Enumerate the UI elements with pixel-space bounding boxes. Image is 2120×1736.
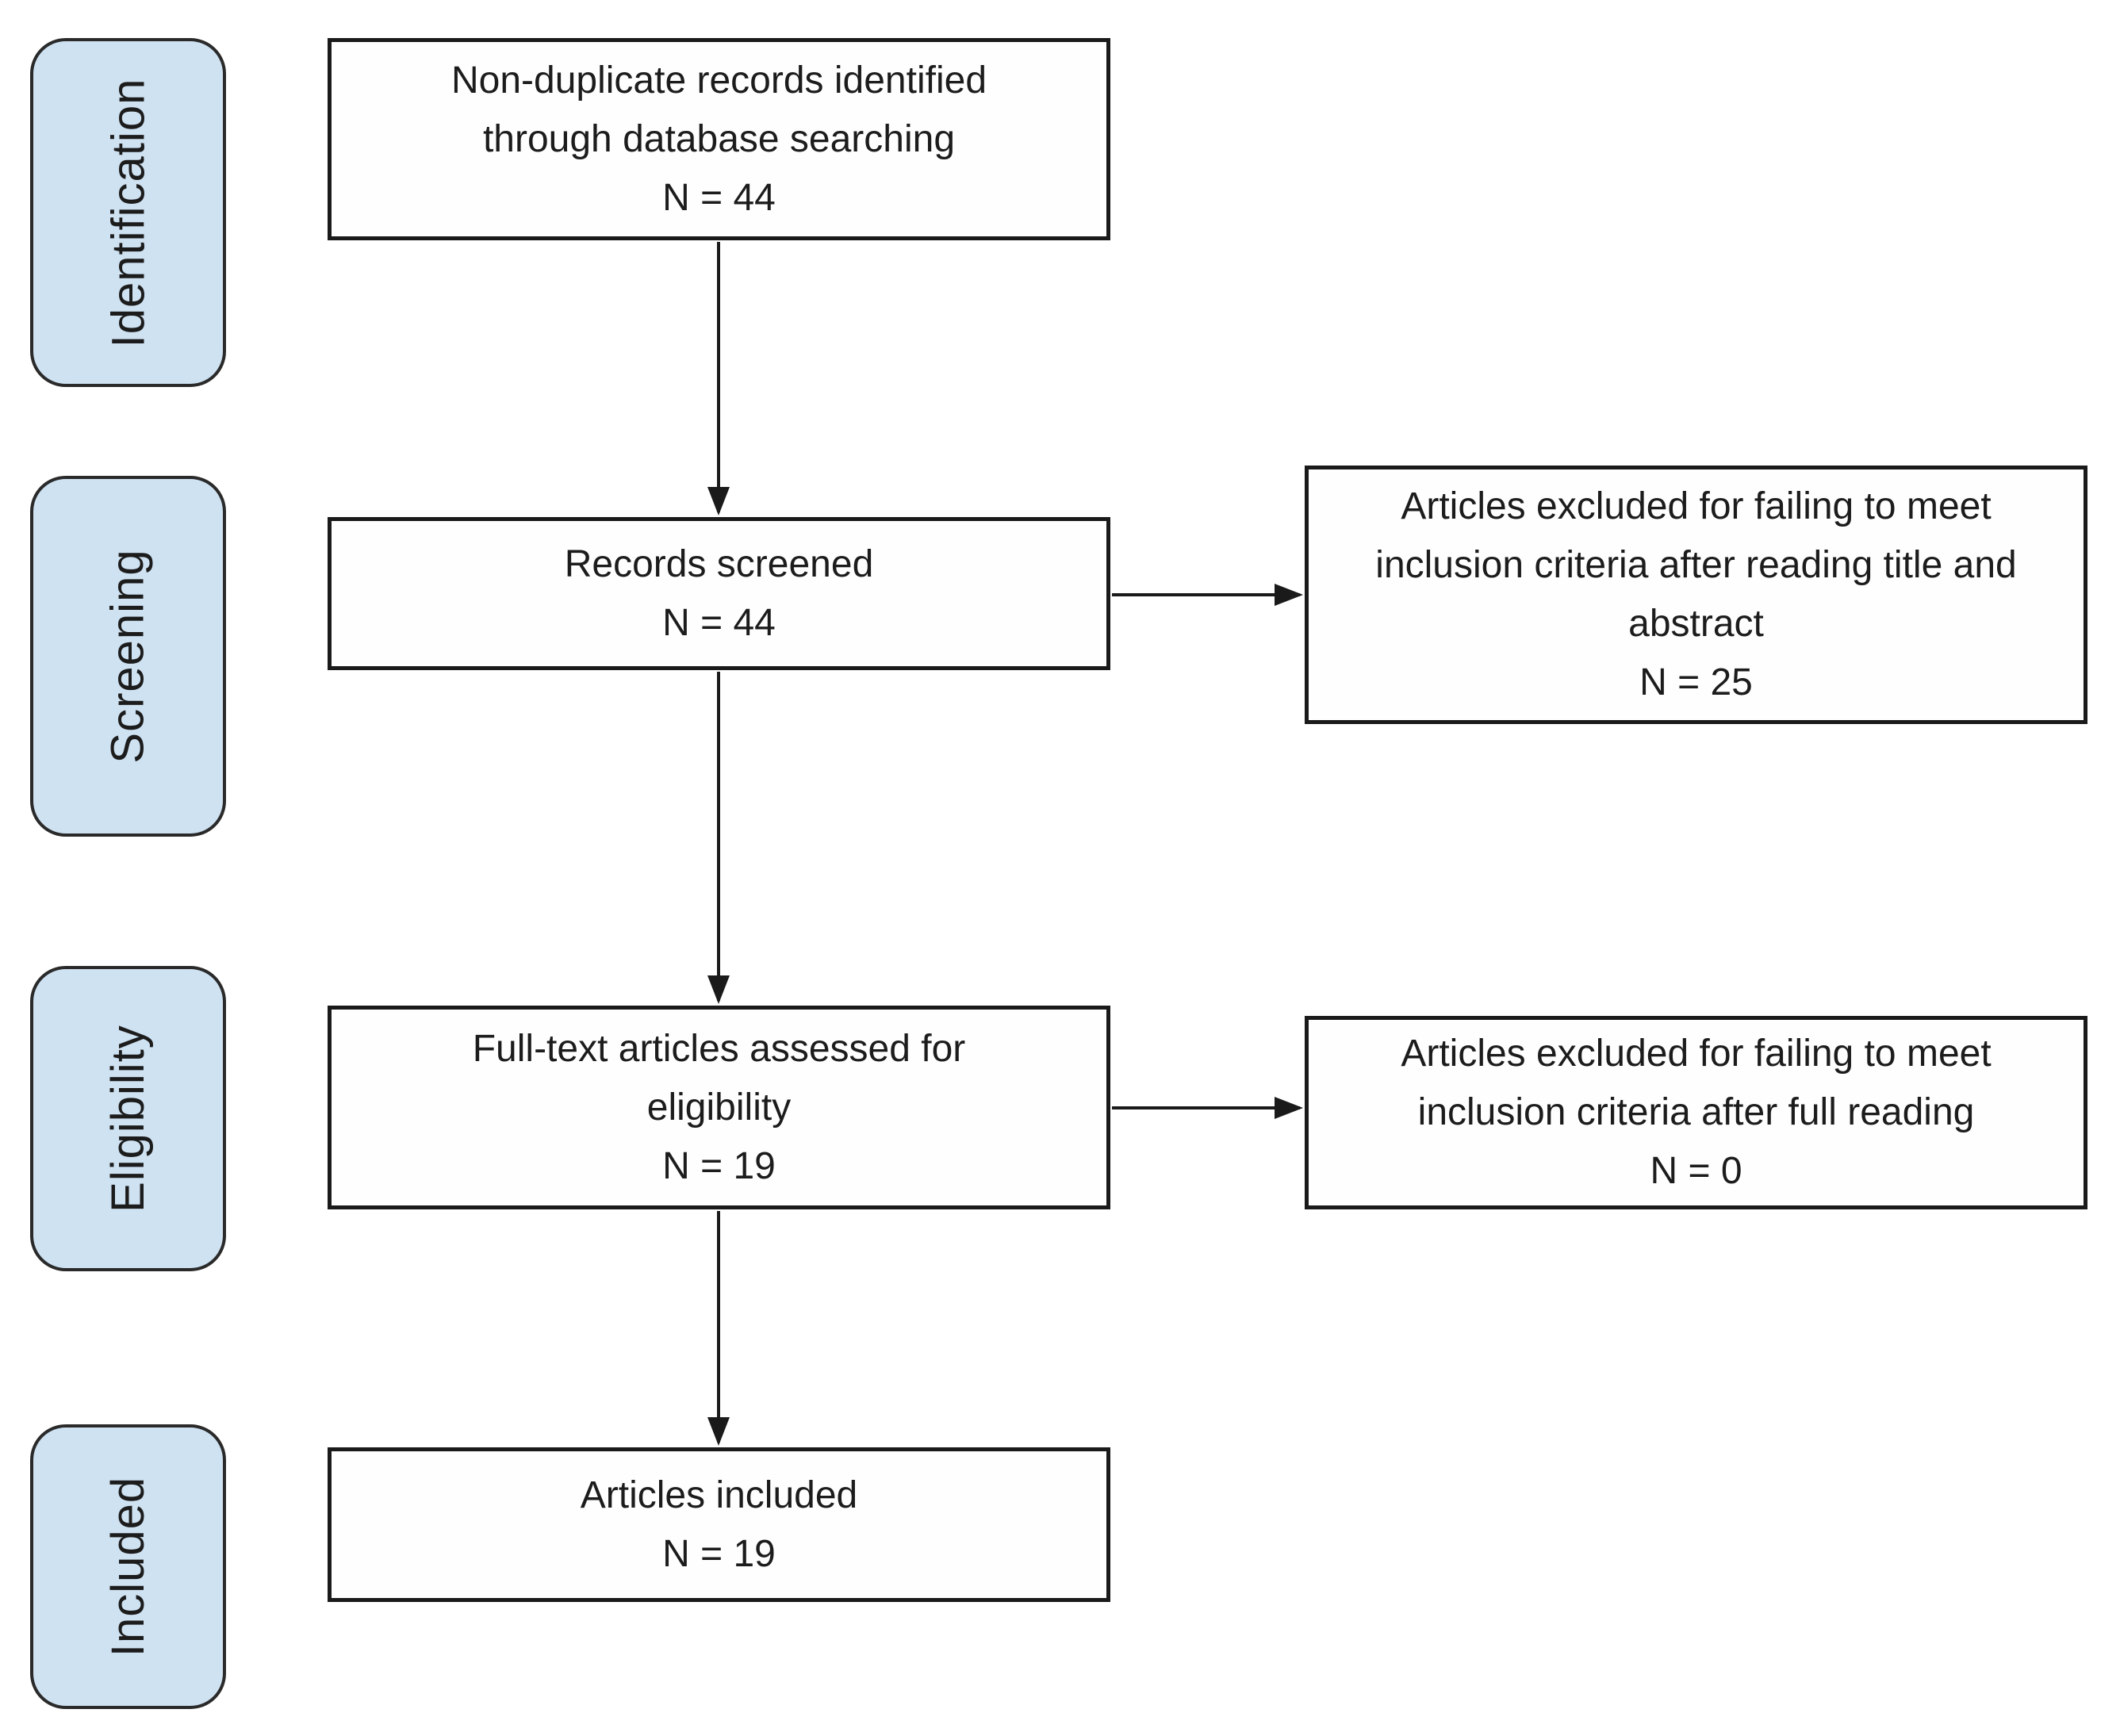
records-identified-text: Non-duplicate records identified through…	[450, 59, 987, 219]
flow-box-articles-included: Articles included N = 19	[328, 1447, 1110, 1602]
stage-eligibility-label: Eligibility	[102, 1025, 154, 1213]
stage-included-label: Included	[102, 1476, 154, 1657]
flow-box-records-screened: Records screened N = 44	[328, 517, 1110, 670]
flow-box-records-identified: Non-duplicate records identified through…	[328, 38, 1110, 240]
articles-included-text: Articles included N = 19	[580, 1473, 858, 1575]
exclusion-title-abstract-text: Articles excluded for failing to meet in…	[1375, 485, 2017, 703]
exclusion-box-full-reading: Articles excluded for failing to meet in…	[1305, 1016, 2087, 1209]
flow-box-fulltext-assessed: Full-text articles assessed for eligibil…	[328, 1006, 1110, 1209]
stage-identification: Identification	[30, 38, 226, 387]
exclusion-full-reading-text: Articles excluded for failing to meet in…	[1401, 1033, 1992, 1192]
stage-included: Included	[30, 1424, 226, 1709]
exclusion-box-title-abstract: Articles excluded for failing to meet in…	[1305, 466, 2087, 724]
fulltext-assessed-text: Full-text articles assessed for eligibil…	[472, 1027, 966, 1187]
stage-screening: Screening	[30, 476, 226, 837]
stage-screening-label: Screening	[102, 549, 155, 764]
stage-identification-label: Identification	[102, 78, 154, 347]
records-screened-text: Records screened N = 44	[564, 542, 874, 644]
stage-eligibility: Eligibility	[30, 966, 226, 1271]
